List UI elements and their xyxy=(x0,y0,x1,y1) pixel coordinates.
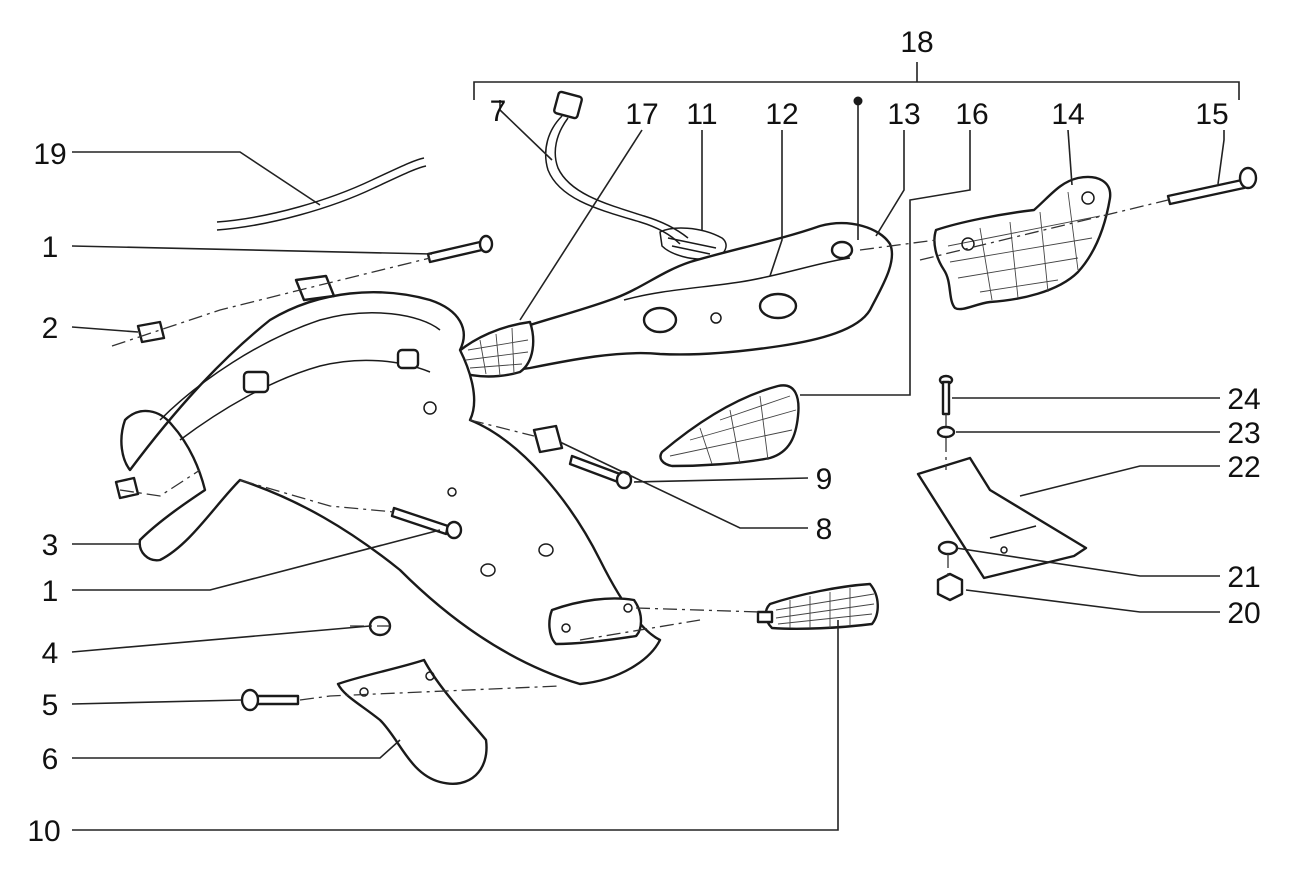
callout-11: 11 xyxy=(686,98,717,131)
callout-15: 15 xyxy=(1195,98,1228,131)
callout-20: 20 xyxy=(1227,597,1260,630)
callout-3: 3 xyxy=(42,529,59,562)
part-3-rear-fender xyxy=(120,291,662,686)
callout-23: 23 xyxy=(1227,417,1260,450)
part-20-nut xyxy=(936,572,964,602)
callout-1-upper: 1 xyxy=(42,231,59,264)
callout-21: 21 xyxy=(1227,561,1260,594)
callout-10: 10 xyxy=(27,815,60,848)
callout-6: 6 xyxy=(42,743,59,776)
part-23-washer xyxy=(936,425,956,439)
part-1-screw-upper xyxy=(426,234,494,264)
assembly-dashed-lines xyxy=(111,199,1169,701)
callout-5: 5 xyxy=(42,689,59,722)
part-22-plate xyxy=(916,456,1088,580)
callout-16: 16 xyxy=(955,98,988,131)
part-8-clip xyxy=(532,424,564,454)
callout-9: 9 xyxy=(816,463,833,496)
part-14-right-lens xyxy=(933,175,1112,311)
bullet-dot xyxy=(853,96,863,106)
callout-24: 24 xyxy=(1227,383,1260,416)
callout-13: 13 xyxy=(887,98,920,131)
part-5-screw xyxy=(240,688,300,712)
leader-lines xyxy=(71,62,1240,831)
callout-18: 18 xyxy=(900,26,933,59)
callout-14: 14 xyxy=(1051,98,1084,131)
callout-4: 4 xyxy=(42,637,59,670)
part-16-lower-lens xyxy=(659,384,800,468)
part-15-screw xyxy=(1166,166,1258,206)
callout-19: 19 xyxy=(33,138,66,171)
part-2-clip-nut xyxy=(114,274,336,500)
callout-2: 2 xyxy=(42,312,59,345)
part-19-hose xyxy=(216,157,427,231)
part-21-washer xyxy=(937,540,959,556)
part-9-screw xyxy=(568,454,633,490)
callout-8: 8 xyxy=(816,513,833,546)
part-24-bolt xyxy=(938,374,954,416)
callout-22: 22 xyxy=(1227,451,1260,484)
part-6-mud-flap xyxy=(336,658,488,785)
part-11-wiring xyxy=(659,227,727,260)
callout-12: 12 xyxy=(765,98,798,131)
callout-1-lower: 1 xyxy=(42,575,59,608)
callout-labels: 18 7 17 11 12 13 16 14 15 19 1 2 3 1 4 5… xyxy=(27,26,1260,848)
callout-7: 7 xyxy=(490,95,507,128)
part-12-tail-light-housing xyxy=(460,222,894,372)
part-10-reflector xyxy=(756,582,879,630)
part-17-left-lens xyxy=(456,320,535,378)
part-1-screw-lower xyxy=(390,506,463,540)
callout-17: 17 xyxy=(625,98,658,131)
part-7-connector-cable xyxy=(544,90,689,245)
